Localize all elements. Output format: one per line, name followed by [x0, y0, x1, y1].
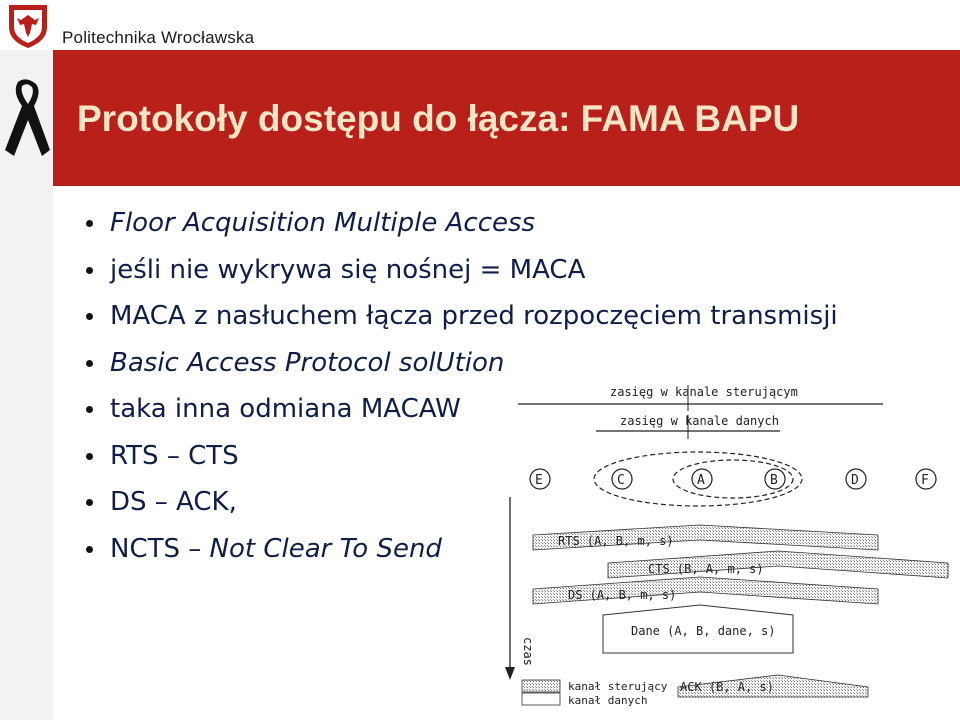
- svg-text:C: C: [617, 473, 625, 488]
- ds-band: [532, 576, 879, 605]
- svg-text:F: F: [921, 473, 929, 488]
- bullet-item: MACA z nasłuchem łącza przed rozpoczęcie…: [80, 298, 838, 345]
- svg-text:B: B: [770, 473, 778, 488]
- rts-label: RTS (A, B, m, s): [558, 534, 674, 548]
- bullet-item: RTS – CTS: [80, 438, 838, 485]
- bullet-prefix: NCTS –: [110, 533, 210, 564]
- node-b: B: [764, 468, 786, 490]
- university-name: Politechnika Wrocławska: [62, 28, 255, 47]
- node-e: E: [529, 468, 551, 490]
- fama-timing-diagram: zasięg w kanale sterującym zasięg w kana…: [505, 385, 949, 707]
- node-a: A: [691, 468, 713, 490]
- cts-label: CTS (B, A, m, s): [648, 562, 764, 576]
- data-band: [602, 604, 794, 654]
- svg-text:A: A: [697, 473, 705, 488]
- university-logo: [9, 5, 47, 48]
- bullet-item: Floor Acquisition Multiple Access: [80, 205, 838, 252]
- bullet-item: Basic Access Protocol solUtion: [80, 345, 838, 392]
- legend-data-swatch: [521, 692, 561, 706]
- bullet-italic: Not Clear To Send: [209, 533, 442, 564]
- bullet-list: Floor Acquisition Multiple Access jeśli …: [80, 205, 838, 577]
- rts-band: [532, 524, 879, 551]
- mourning-ribbon-icon: [5, 79, 50, 156]
- ack-label: ACK (B, A, s): [680, 680, 774, 694]
- data-range-label: zasięg w kanale danych: [620, 414, 779, 428]
- control-range-label: zasięg w kanale sterującym: [610, 385, 798, 399]
- time-axis-label: czas: [521, 637, 535, 666]
- node-c: C: [611, 468, 633, 490]
- bullet-item: jeśli nie wykrywa się nośnej = MACA: [80, 252, 838, 299]
- svg-text:E: E: [535, 473, 543, 488]
- cts-band: [607, 550, 949, 579]
- slide-title: Protokoły dostępu do łącza: FAMA BAPU: [77, 98, 800, 139]
- ds-label: DS (A, B, m, s): [568, 588, 676, 602]
- control-range-ellipse: [593, 451, 803, 507]
- left-strip: [0, 50, 53, 720]
- bullet-item: NCTS – Not Clear To Send: [80, 531, 838, 578]
- ack-band: [677, 674, 869, 698]
- data-range-ellipse: [672, 459, 794, 499]
- header-bar: Politechnika Wrocławska: [0, 0, 960, 50]
- bullet-item: taka inna odmiana MACAW: [80, 391, 838, 438]
- node-d: D: [845, 468, 867, 490]
- data-label: Dane (A, B, dane, s): [631, 624, 776, 638]
- node-f: F: [915, 468, 937, 490]
- bullet-item: DS – ACK,: [80, 484, 838, 531]
- legend-control-swatch: [521, 679, 561, 693]
- legend-control-label: kanał sterujący: [568, 680, 668, 693]
- legend-data-label: kanał danych: [568, 694, 647, 707]
- svg-text:D: D: [851, 473, 859, 488]
- title-bar: Protokoły dostępu do łącza: FAMA BAPU: [53, 50, 960, 186]
